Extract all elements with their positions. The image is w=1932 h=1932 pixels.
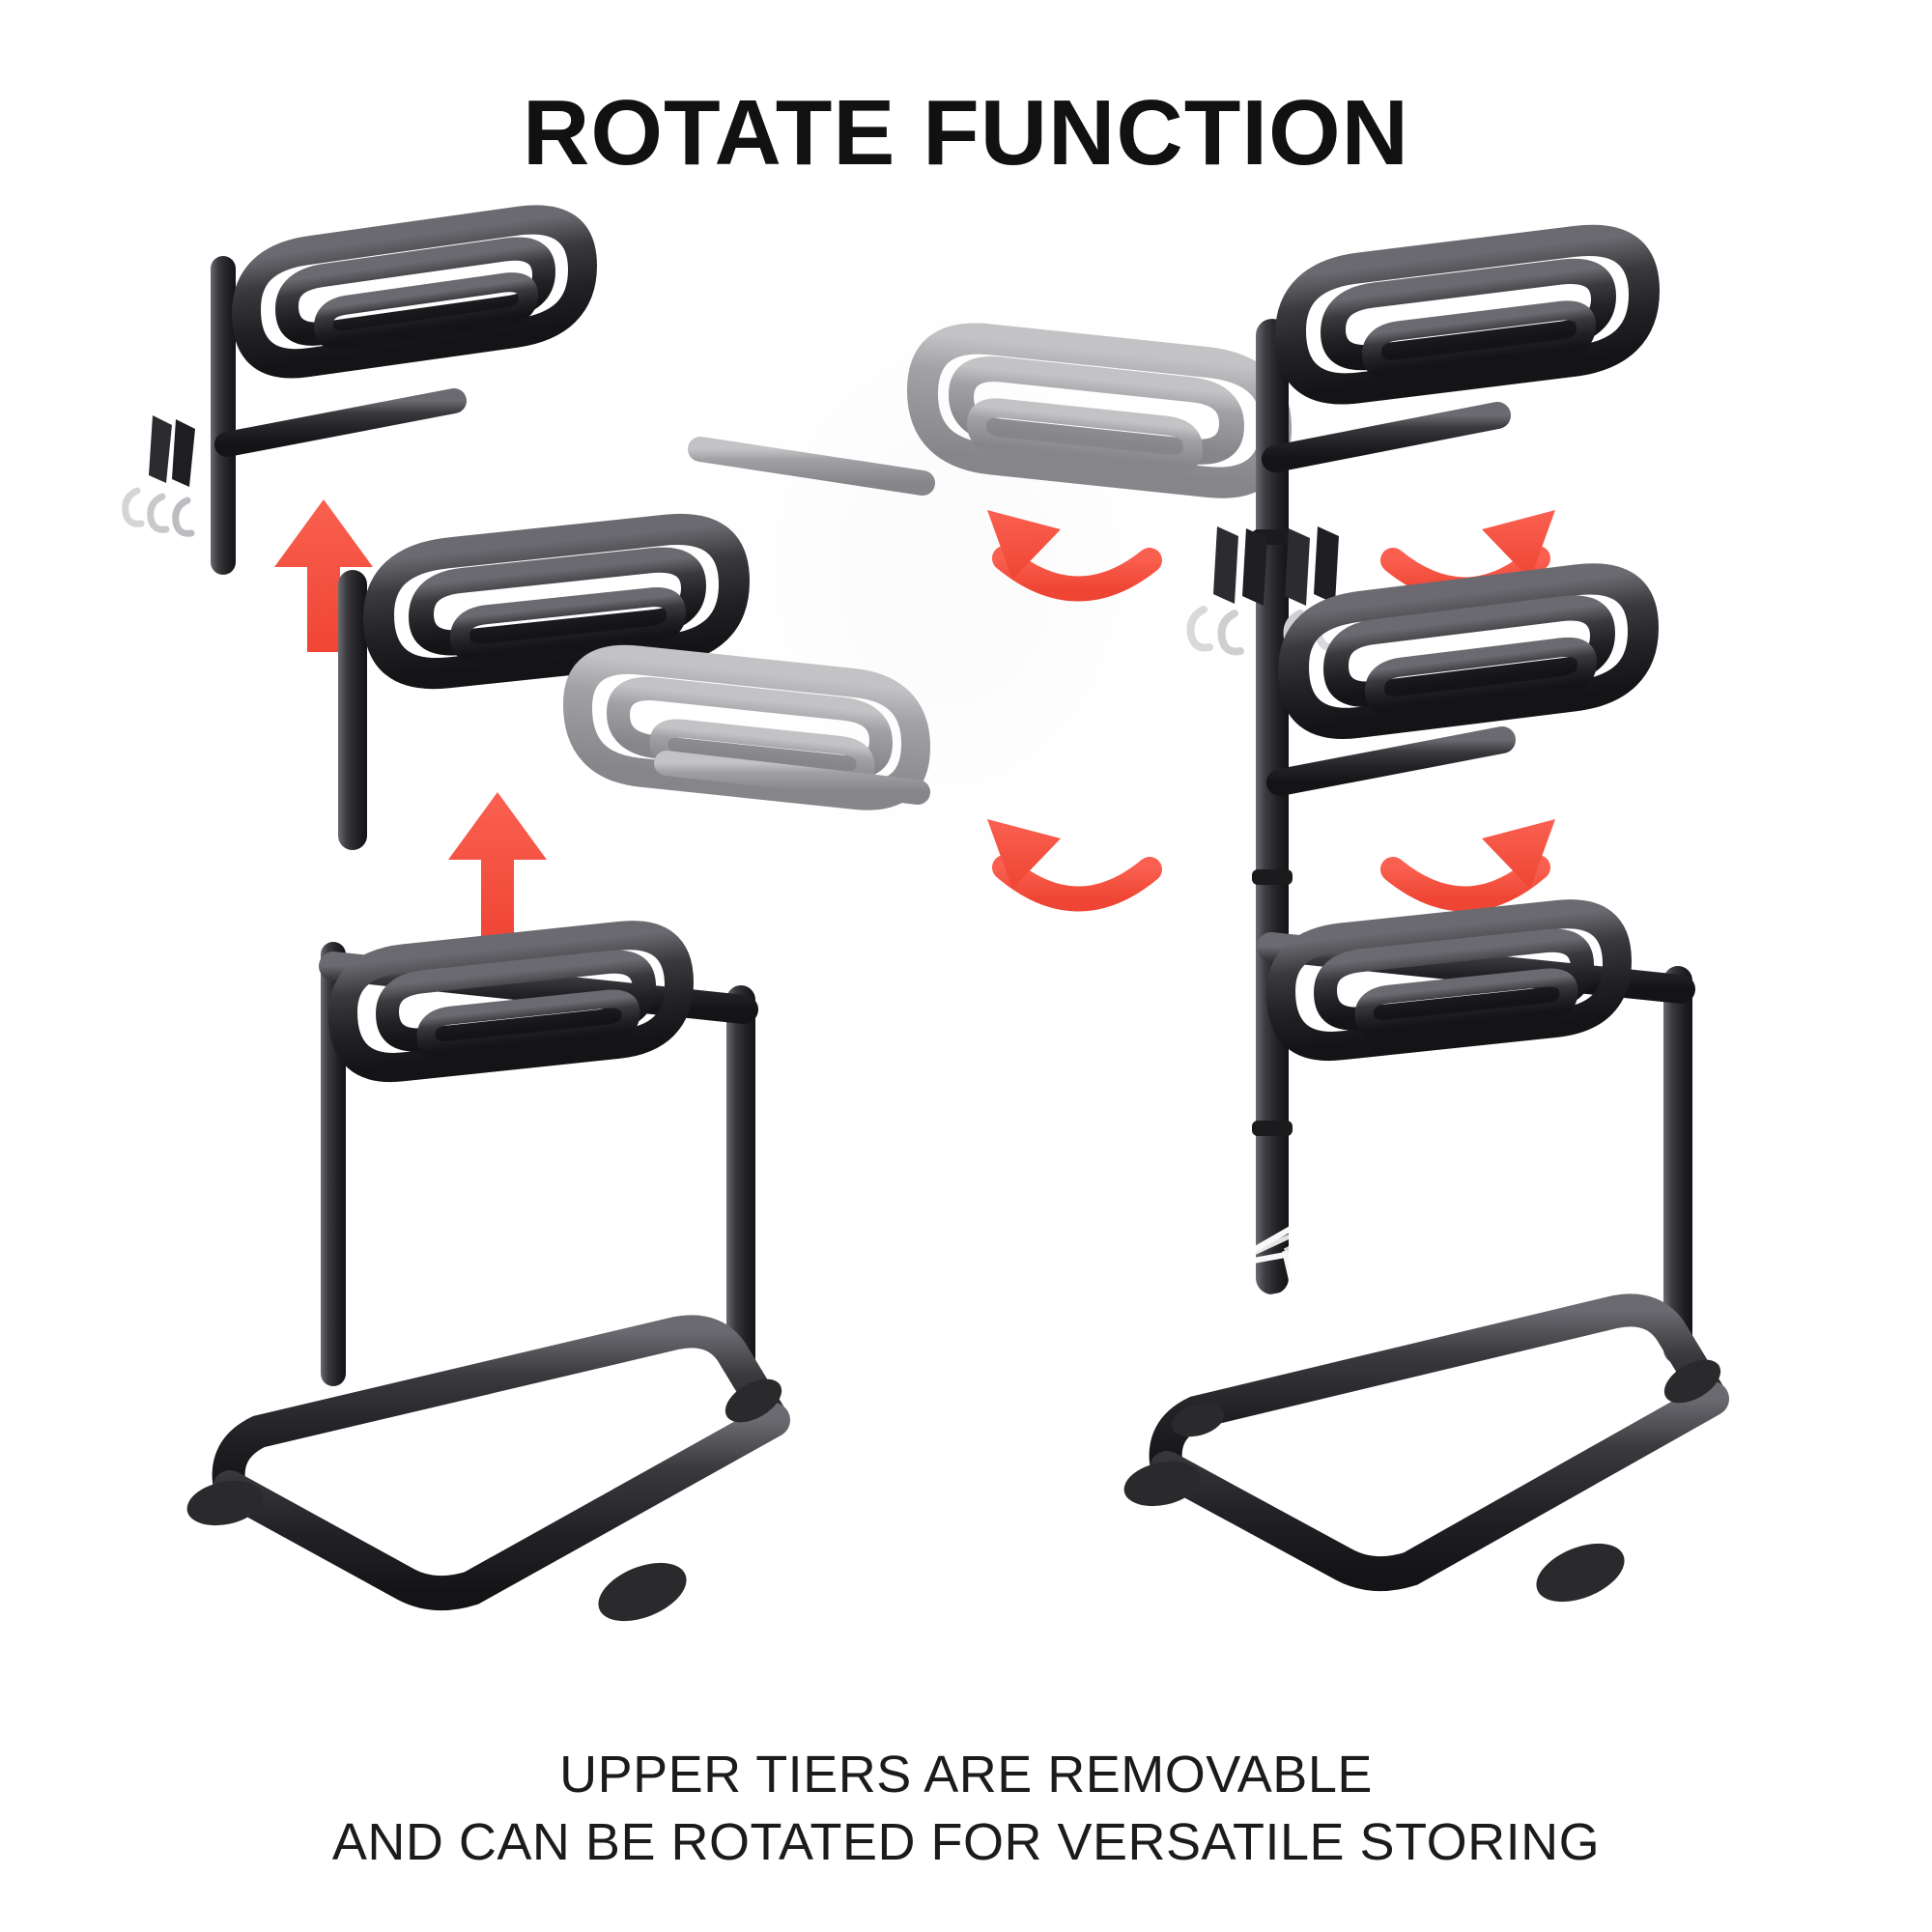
curved-arrow-middle-right: [1380, 819, 1555, 912]
caption-line-1: UPPER TIERS ARE REMOVABLE: [559, 1746, 1373, 1804]
curved-arrow-top-left: [987, 510, 1162, 602]
right-base-stand: [1123, 899, 1729, 1603]
up-arrow-top-tier: [274, 499, 373, 652]
right-middle-tier-ghost: [562, 644, 931, 810]
bridle-hooks-left: [122, 415, 195, 537]
left-top-tier: [122, 205, 598, 575]
bridle-hooks-right: [1186, 526, 1341, 656]
up-arrow-middle-tier: [448, 792, 547, 945]
curved-arrow-middle-left: [987, 819, 1162, 912]
page-title: ROTATE FUNCTION: [523, 81, 1409, 185]
wire-mesh-shelf-right: [1223, 1163, 1620, 1451]
left-base-stand: [186, 921, 790, 1622]
left-middle-tier: [338, 513, 751, 850]
right-top-tier-ghost: [688, 323, 1293, 498]
right-top-tier: [1262, 224, 1661, 472]
caption-line-2: AND CAN BE ROTATED FOR VERSATILE STORING: [331, 1813, 1601, 1871]
right-middle-tier: [1266, 563, 1660, 796]
